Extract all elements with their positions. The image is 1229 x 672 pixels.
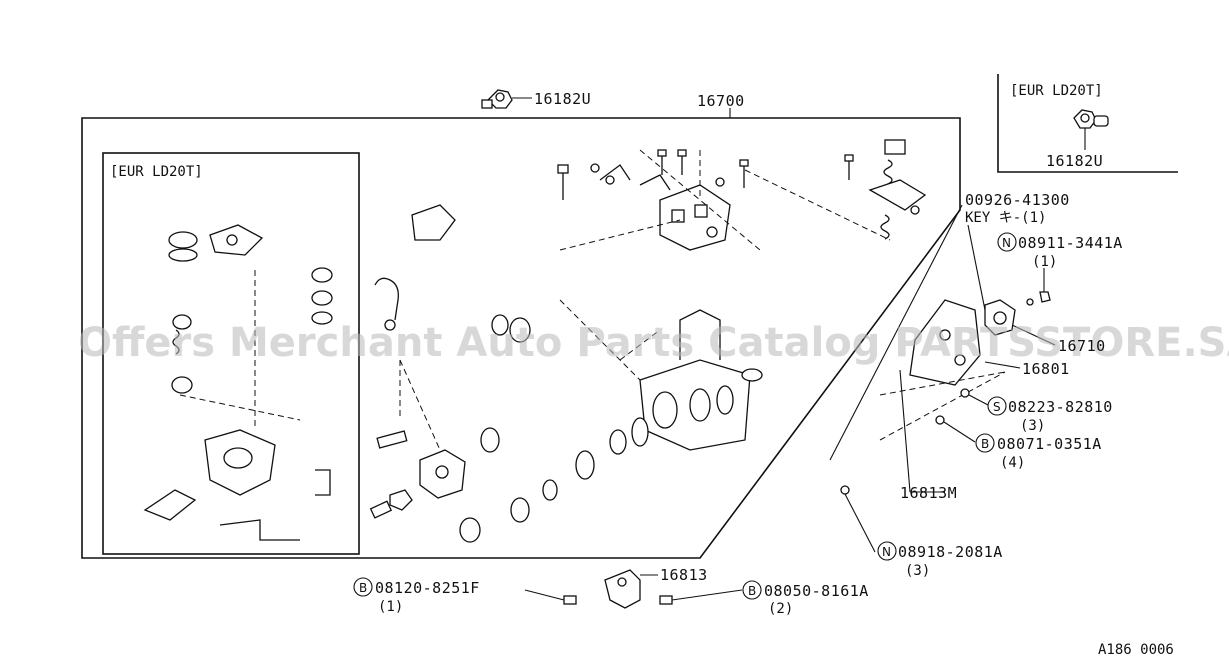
- label-nut-lower-qty: (3): [905, 563, 930, 579]
- label-bolt-left: 08120-8251F: [375, 579, 480, 597]
- screw-prefix: S: [993, 400, 1001, 414]
- label-16813: 16813: [660, 566, 708, 584]
- screw-marker-icon: [987, 396, 1007, 416]
- label-16710: 16710: [1058, 337, 1106, 355]
- label-nut-top: 08911-3441A: [1018, 234, 1123, 252]
- nut-top-marker-icon: [997, 232, 1017, 252]
- sensor-inset-icon: [1073, 109, 1109, 150]
- top-right-inset-frame: [997, 74, 1178, 173]
- label-bolt-right-qty: (2): [768, 601, 793, 617]
- main-assembly-frame: [81, 117, 961, 559]
- bolt-left-prefix: B: [359, 581, 367, 595]
- label-screw: 08223-82810: [1008, 398, 1113, 416]
- label-bolt-left-qty: (1): [378, 599, 403, 615]
- cam-roller-parts: [459, 314, 649, 543]
- watermark-text: Offers Merchant Auto Parts Catalog PARTS…: [78, 320, 1229, 366]
- bracket-16813-part: [524, 569, 743, 609]
- nut-lower-marker-icon: [877, 541, 897, 561]
- key-leader: [829, 204, 963, 461]
- label-16813m: 16813M: [900, 484, 957, 502]
- bolt-right-prefix: B: [748, 584, 756, 598]
- nut-lower-prefix: N: [882, 545, 891, 559]
- label-key-desc: KEY キ-(1): [965, 210, 1046, 226]
- label-bolt-right: 08050-8161A: [764, 582, 869, 600]
- pump-body-part: [559, 299, 763, 451]
- feed-pump-part: [369, 359, 466, 519]
- bolt-right-marker-icon: [742, 580, 762, 600]
- label-eur-ld20t-top-right: [EUR LD20T]: [1010, 83, 1103, 99]
- label-screw-qty: (3): [1020, 418, 1045, 434]
- label-key-part: 00926-41300: [965, 191, 1070, 209]
- solenoid-wire-part: [374, 204, 456, 420]
- label-eur-ld20t-left: [EUR LD20T]: [110, 164, 203, 180]
- governor-housing-part: [559, 149, 891, 251]
- label-nut-lower: 08918-2081A: [898, 543, 1003, 561]
- label-16801: 16801: [1022, 360, 1070, 378]
- spring-assembly-right: [868, 139, 927, 240]
- inset-governor-parts: [143, 224, 333, 541]
- label-bolt: 08071-0351A: [997, 435, 1102, 453]
- bracket-16801-part: [840, 224, 1056, 553]
- bolt-cluster-top: [557, 149, 854, 200]
- label-nut-top-qty: (1): [1032, 254, 1057, 270]
- label-16182u-inset: 16182U: [1046, 152, 1103, 170]
- nut-top-prefix: N: [1002, 236, 1011, 250]
- label-16700: 16700: [697, 92, 745, 110]
- bolt-marker-icon: [975, 433, 995, 453]
- sensor-top-icon: [481, 89, 532, 109]
- bolt-prefix: B: [981, 437, 989, 451]
- left-inset-frame: [102, 152, 360, 555]
- figure-reference: A186 0006: [1098, 642, 1174, 658]
- label-bolt-qty: (4): [1000, 455, 1025, 471]
- label-16182u-top: 16182U: [534, 90, 591, 108]
- bolt-left-marker-icon: [353, 577, 373, 597]
